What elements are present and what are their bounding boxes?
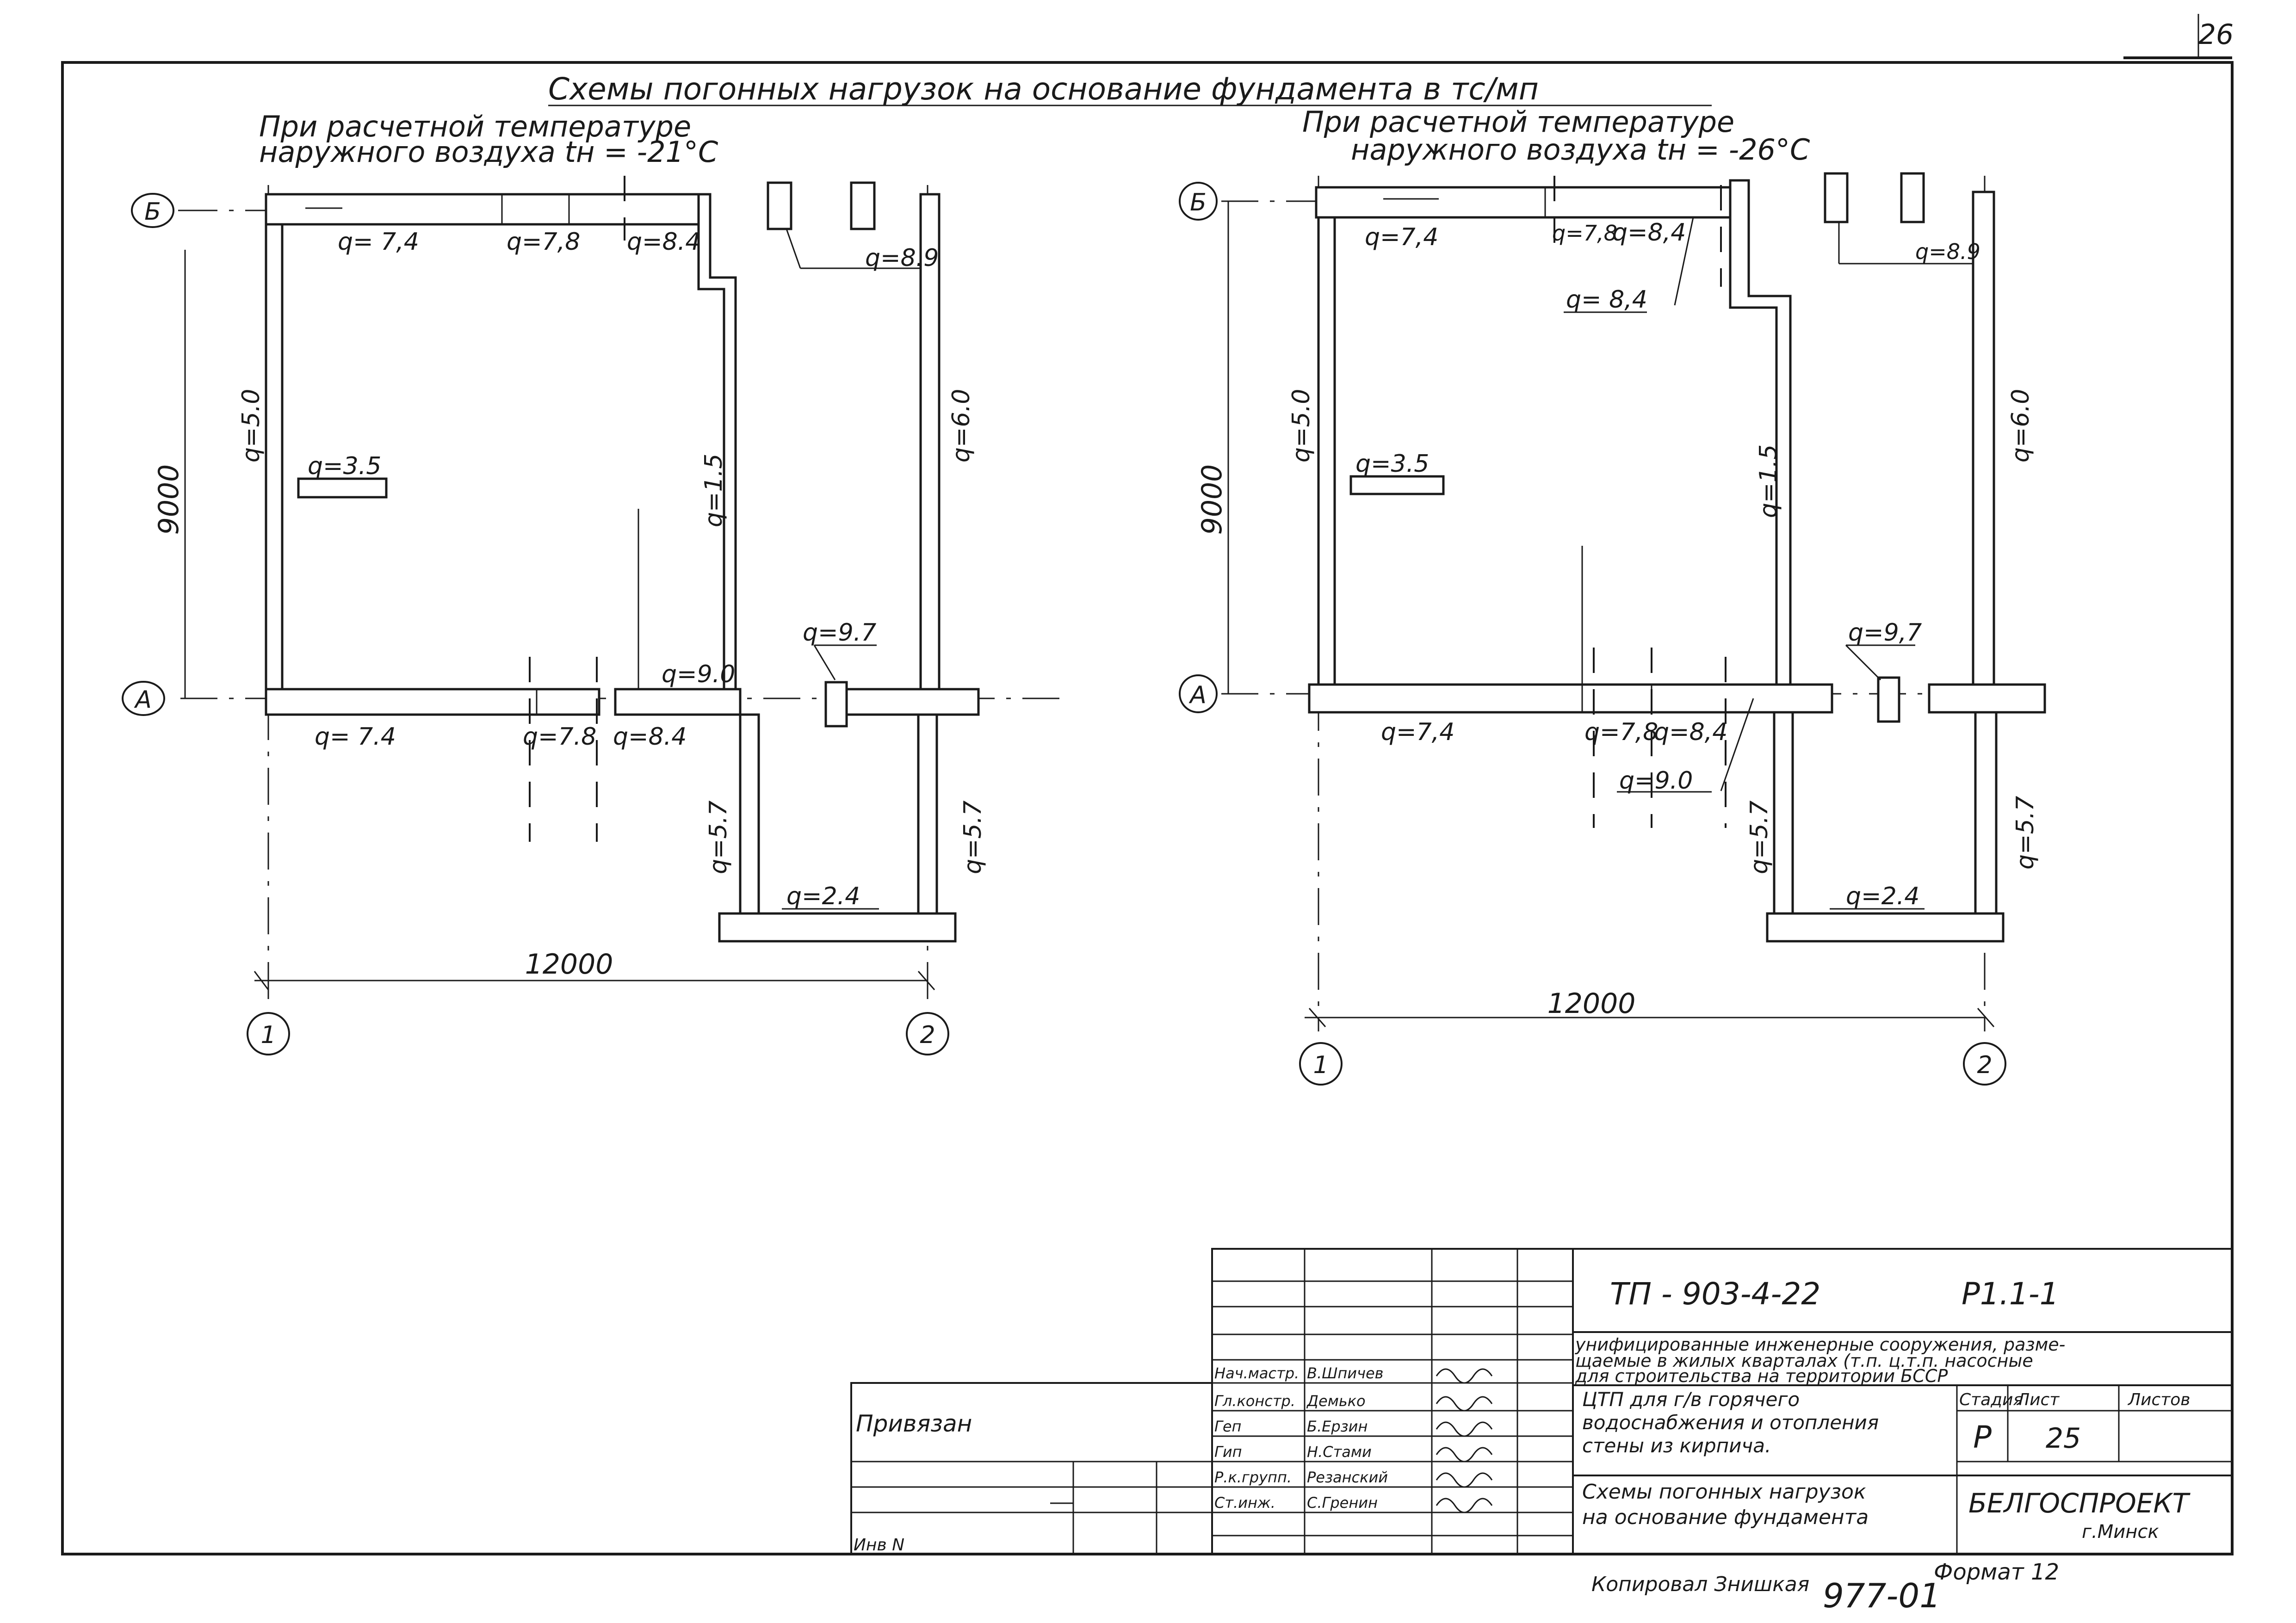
axis-top-letter-right: Б: [1190, 189, 1207, 216]
load-vent-r: q=8.9: [1915, 239, 1980, 264]
load-inner-r: q=3.5: [1355, 450, 1429, 478]
dim-vertical-left: 9000: [153, 464, 185, 535]
tb-name-3: Б.Ерзин: [1307, 1418, 1368, 1435]
load-bottom-4-r: q=9.0: [1619, 767, 1693, 795]
load-top-2-r: q=7,8: [1552, 221, 1617, 246]
sheet-number: 26: [2198, 19, 2234, 51]
load-mid: q=1.5: [700, 454, 728, 527]
tb-col-sheets: Листов: [2127, 1390, 2190, 1409]
axis-num-1-right: 1: [1313, 1051, 1328, 1079]
load-porch-right-r: q=5.7: [2011, 796, 2039, 870]
tb-col-stage: Стадия: [1959, 1390, 2023, 1409]
tb-col-sheet: Лист: [2016, 1390, 2060, 1409]
axis-bottom-letter-left: А: [134, 686, 152, 714]
dim-vertical-right: 9000: [1196, 464, 1228, 535]
tb-name-5: Резанский: [1307, 1469, 1388, 1486]
tb-stage: Р: [1973, 1419, 1992, 1455]
tb-section: Р1.1-1: [1962, 1276, 2059, 1312]
load-right-wall: q=6.0: [947, 389, 975, 463]
tb-role-3: Геп: [1214, 1418, 1241, 1435]
dim-horizontal-right: 12000: [1547, 987, 1636, 1020]
load-column-r: q=9,7: [1848, 619, 1922, 647]
load-inner: q=3.5: [308, 452, 381, 480]
axis-num-1-left: 1: [260, 1021, 276, 1049]
load-porch-left: q=5.7: [705, 801, 732, 874]
tb-sheet-title-2: на основание фундамента: [1582, 1506, 1869, 1529]
tb-name-1: В.Шпичев: [1307, 1364, 1384, 1382]
format-label: Формат 12: [1934, 1559, 2059, 1585]
plan-left: При расчетной температуре наружного возд…: [122, 110, 1064, 1055]
load-left-wall-r: q=5.0: [1287, 389, 1315, 463]
load-top-1: q= 7,4: [338, 228, 419, 256]
load-bottom-3: q=8.4: [613, 723, 687, 751]
drawing-number: 977-01: [1823, 1576, 1941, 1615]
tb-project-2: щаемые в жилых кварталах (т.п. ц.т.п. на…: [1575, 1351, 2033, 1371]
load-bottom-2: q=7.8: [523, 723, 596, 751]
tb-code: ТП - 903-4-22: [1610, 1276, 1820, 1312]
load-porch-bottom-r: q=2.4: [1846, 882, 1919, 910]
title-block: ТП - 903-4-22 Р1.1-1 унифицированные инж…: [850, 1248, 2233, 1555]
axis-num-2-left: 2: [920, 1021, 935, 1049]
dim-horizontal-left: 12000: [525, 948, 613, 981]
plan-right-heading-1: При расчетной температуре: [1302, 105, 1734, 139]
load-left-wall: q=5.0: [237, 389, 265, 463]
load-bottom-1-r: q=7,4: [1381, 718, 1454, 746]
tb-city: г.Минск: [2082, 1521, 2159, 1543]
tb-inv-label: Инв N: [854, 1536, 904, 1555]
load-vent: q=8.9: [865, 244, 939, 272]
load-column: q=9.7: [803, 619, 876, 647]
tb-role-2: Гл.констр.: [1214, 1392, 1295, 1410]
tb-object-1: ЦТП для г/в горячего: [1582, 1388, 1800, 1411]
plan-left-heading-2: наружного воздуха tн = -21°С: [259, 135, 718, 169]
load-bottom-3-r: q=8,4: [1654, 718, 1727, 746]
tb-role-5: Р.к.групп.: [1214, 1469, 1292, 1486]
load-porch-bottom: q=2.4: [786, 882, 860, 910]
load-mid-r: q=1.5: [1755, 444, 1782, 518]
tb-role-4: Гип: [1214, 1443, 1242, 1461]
tb-bound-label: Привязан: [856, 1410, 972, 1437]
tb-organization: БЕЛГОСПРОЕКТ: [1968, 1487, 2191, 1519]
plan-right-heading-2: наружного воздуха tн = -26°С: [1351, 133, 1810, 167]
load-porch-right: q=5.7: [959, 801, 987, 874]
tb-sheet: 25: [2046, 1422, 2081, 1455]
tb-project-1: унифицированные инженерные сооружения, р…: [1575, 1334, 2065, 1355]
axis-bottom-letter-right: А: [1188, 681, 1207, 709]
copied-by: Копировал Знишкая: [1591, 1573, 1809, 1596]
load-right-wall-r: q=6.0: [2007, 389, 2035, 463]
load-bottom-2-r: q=7,8: [1584, 718, 1658, 746]
axis-num-2-right: 2: [1977, 1051, 1992, 1079]
load-axis-a: q=9.0: [662, 660, 735, 688]
tb-object-2: водоснабжения и отопления: [1582, 1411, 1879, 1434]
plan-right: При расчетной температуре наружного возд…: [1179, 105, 2046, 1086]
load-top-3-r: q=8,4: [1612, 219, 1686, 247]
load-bottom-1: q= 7.4: [315, 723, 396, 751]
load-porch-left-r: q=5.7: [1745, 801, 1773, 874]
load-top-2: q=7,8: [507, 228, 580, 256]
load-top-1-r: q=7,4: [1365, 223, 1438, 251]
tb-name-6: С.Гренин: [1307, 1494, 1378, 1512]
plan-left-heading-1: При расчетной температуре: [259, 110, 691, 143]
tb-sheet-title-1: Схемы погонных нагрузок: [1582, 1480, 1866, 1504]
tb-role-6: Ст.инж.: [1214, 1494, 1275, 1512]
main-title: Схемы погонных нагрузок на основание фун…: [548, 71, 1539, 107]
tb-role-1: Нач.мастр.: [1214, 1364, 1299, 1382]
tb-object-3: стены из кирпича.: [1582, 1434, 1771, 1457]
tb-project-3: для строительства на территории БССР: [1575, 1366, 1948, 1386]
axis-top-letter-left: Б: [144, 198, 161, 226]
tb-name-2: Демько: [1306, 1392, 1366, 1410]
load-top-3: q=8.4: [627, 228, 700, 256]
tb-name-4: Н.Стами: [1307, 1443, 1372, 1461]
load-top-4-r: q= 8,4: [1566, 286, 1647, 314]
